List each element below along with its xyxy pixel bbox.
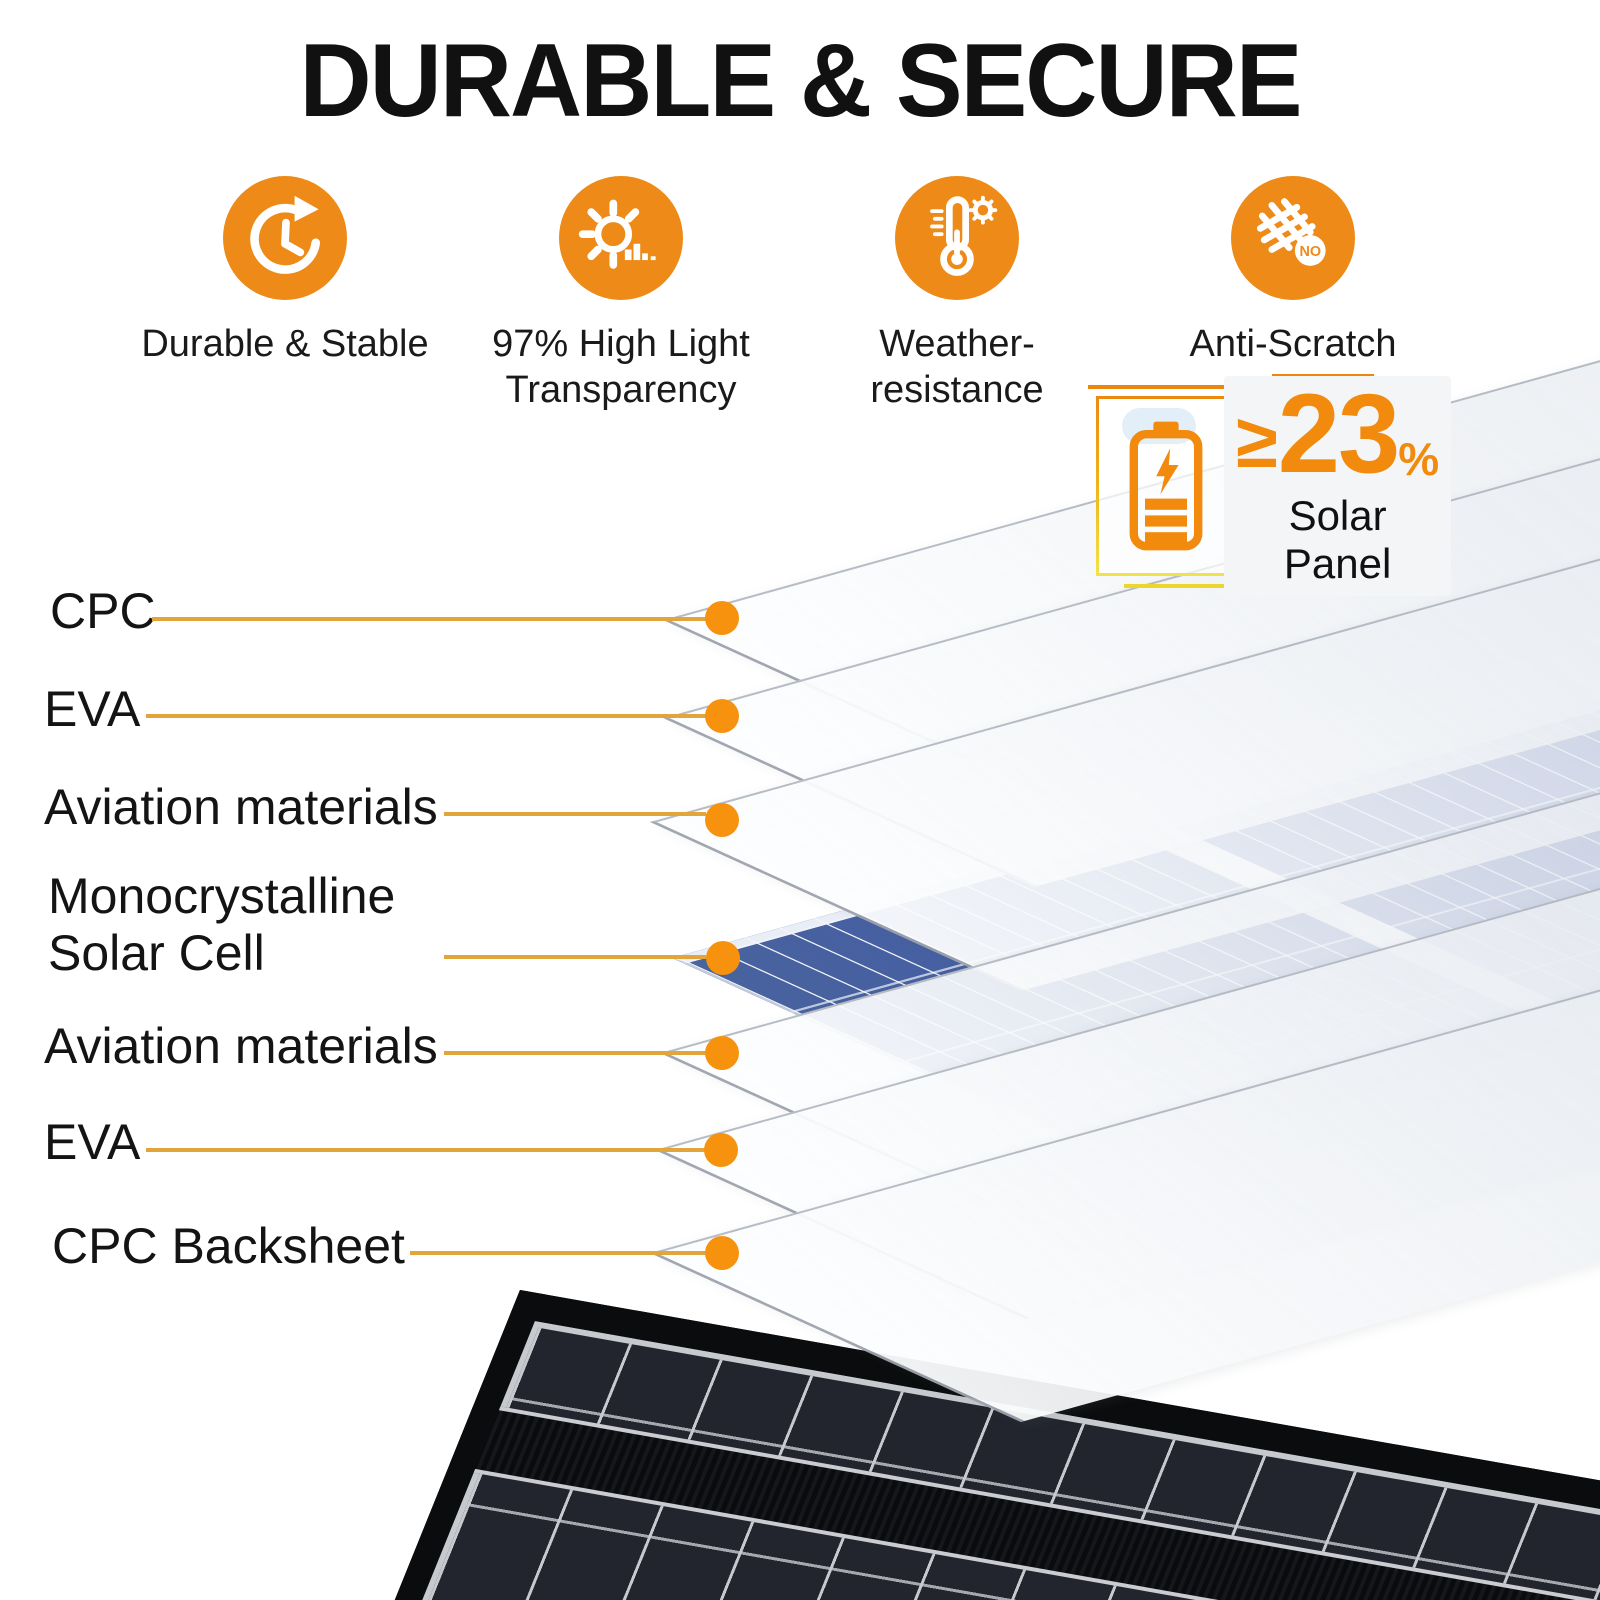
page-title: DURABLE & SECURE <box>299 23 1302 139</box>
leader-dot <box>705 601 739 635</box>
layer-label-cpc-backsheet: CPC Backsheet <box>52 1218 405 1274</box>
layer-label-eva-bottom: EVA <box>44 1114 141 1170</box>
battery-charging-icon <box>1129 421 1203 551</box>
feature-label: Anti-Scratch <box>1189 323 1397 365</box>
leader-line <box>146 714 706 718</box>
percent-sign: % <box>1398 433 1440 485</box>
layer-label-aviation-top: Aviation materials <box>44 779 438 835</box>
leader-dot <box>705 699 739 733</box>
leader-dot <box>705 1036 739 1070</box>
leader-line <box>410 1251 706 1255</box>
feature-durable: Durable & Stable <box>117 176 453 413</box>
thermometer-gear-icon <box>895 176 1019 300</box>
leader-line <box>444 1051 706 1055</box>
leader-dot <box>705 1236 739 1270</box>
layer-label-eva-top: EVA <box>44 681 141 737</box>
feature-weather: Weather-resistance <box>789 176 1125 413</box>
layer-label-solar-cell: Monocrystalline Solar Cell <box>48 868 396 981</box>
feature-label: 97% High Light Transparency <box>492 323 750 411</box>
leader-line <box>444 955 706 959</box>
badge-text-block: ≥ 23 % Solar Panel <box>1224 371 1452 596</box>
anti-scratch-icon: NO <box>1231 176 1355 300</box>
layer-label-cpc: CPC <box>50 583 156 639</box>
clock-history-icon <box>223 176 347 300</box>
leader-line <box>152 617 706 621</box>
leader-dot <box>706 941 740 975</box>
no-label: NO <box>1299 244 1321 260</box>
leader-line <box>146 1148 706 1152</box>
badge-caption: Solar Panel <box>1283 492 1392 587</box>
feature-transparency: 97% High Light Transparency <box>453 176 789 413</box>
gte-symbol: ≥ <box>1236 399 1278 484</box>
efficiency-badge: ≥ 23 % Solar Panel <box>1088 374 1452 596</box>
sun-transparency-icon <box>559 176 683 300</box>
leader-line <box>444 812 706 816</box>
efficiency-value: 23 <box>1277 371 1401 496</box>
leader-dot <box>705 803 739 837</box>
leader-dot <box>704 1133 738 1167</box>
layer-label-aviation-bottom: Aviation materials <box>44 1018 438 1074</box>
feature-label: Weather-resistance <box>870 323 1044 411</box>
feature-label: Durable & Stable <box>141 323 429 365</box>
feature-anti-scratch: NO Anti-Scratch <box>1125 176 1461 413</box>
feature-row: Durable & Stable 97% High Ligh <box>117 176 1483 413</box>
